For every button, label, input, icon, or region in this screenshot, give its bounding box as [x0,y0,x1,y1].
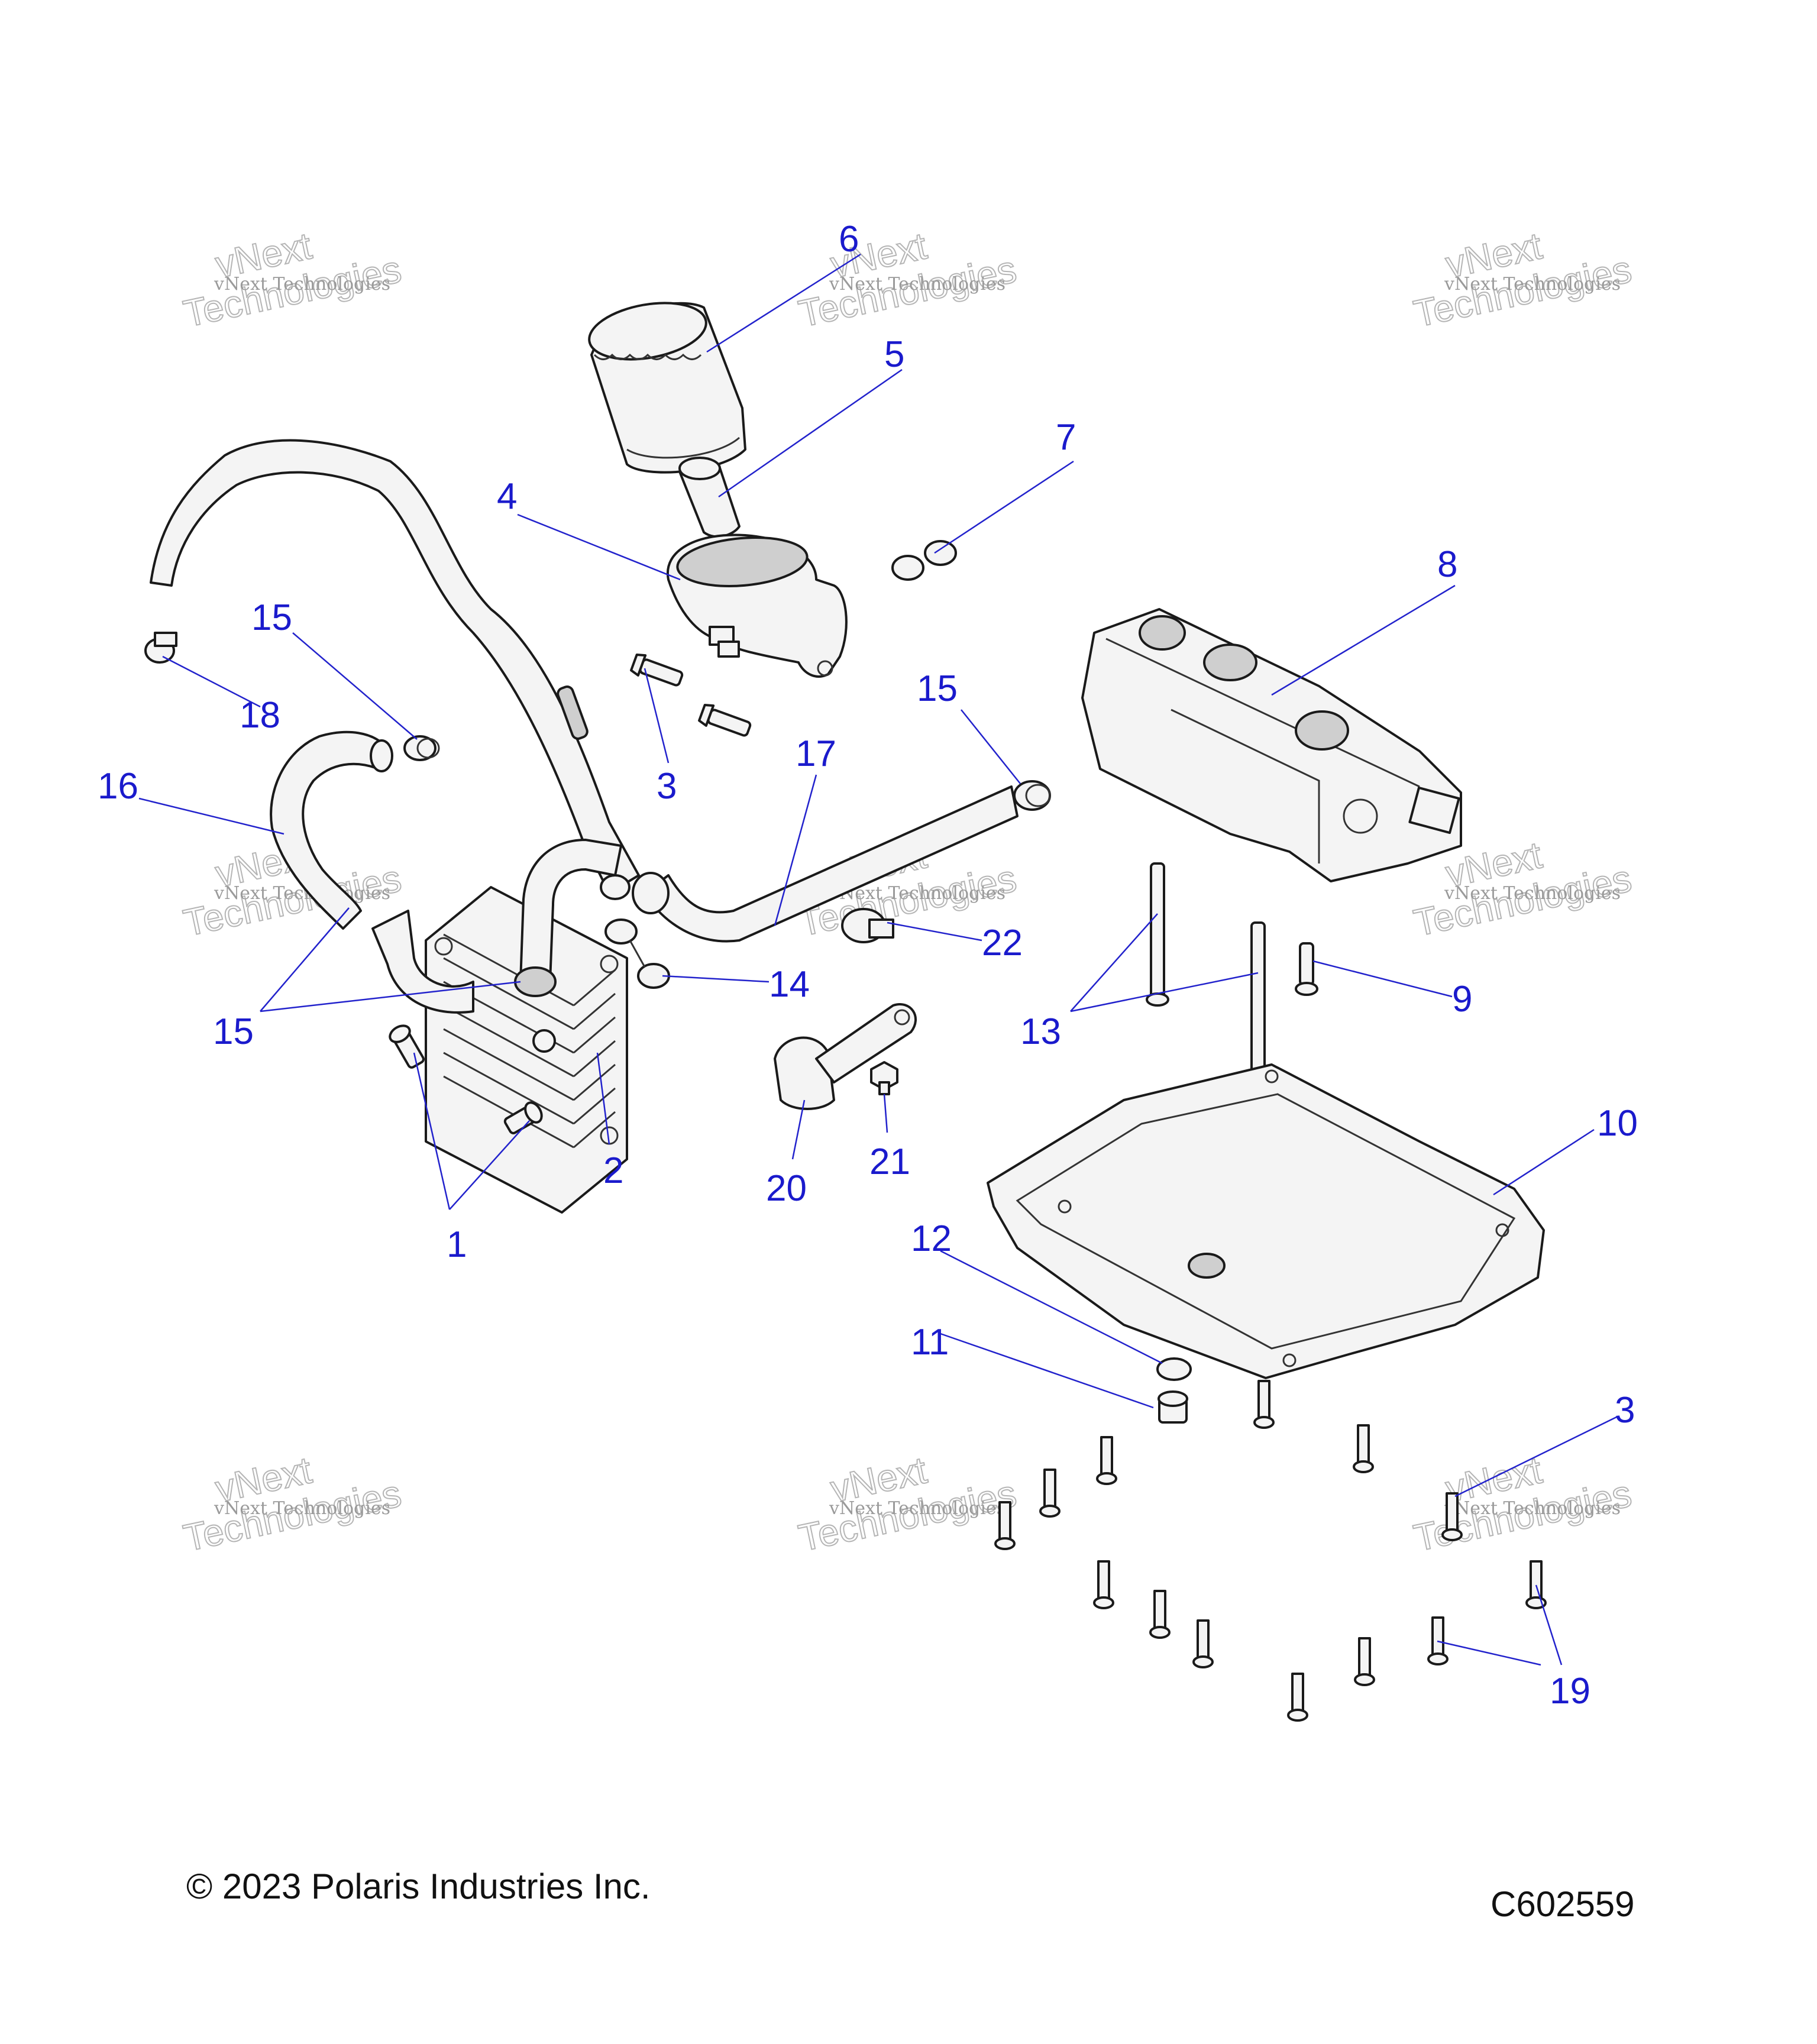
o-ring-7 [891,540,957,581]
watermark: vNext Technologies vNext Technologies [1409,224,1635,336]
pan-bolt [1354,1637,1375,1686]
oil-cooler [425,886,628,1214]
svg-text:vNext Technologies: vNext Technologies [1444,883,1621,904]
callout-4: 4 [497,476,517,517]
hose-clamp-15a [403,735,440,761]
svg-text:vNext Technologies: vNext Technologies [1444,274,1621,295]
o-ring-14 [604,918,670,989]
oil-pan [987,1063,1545,1379]
housing-bolt-3b [698,704,752,737]
cooler-outlet-pipe [519,839,622,983]
filter-housing [666,533,848,678]
svg-text:vNext Technologies: vNext Technologies [829,1498,1006,1519]
callout-19: 19 [1550,1671,1590,1712]
upper-coolant-hose [150,439,640,894]
hose-marking [557,685,589,740]
svg-text:vNext Technologies: vNext Technologies [214,1498,390,1519]
callout-12: 12 [911,1218,952,1259]
pan-bolts [994,1380,1547,1722]
cooler-bolt-1b [503,1101,543,1134]
bolt-21 [870,1061,898,1095]
pan-bolt [1192,1619,1214,1668]
callout-15-b: 15 [917,668,958,709]
callout-1: 1 [447,1224,467,1265]
callout-18: 18 [240,695,280,736]
pan-bolt [1039,1469,1061,1518]
callout-2: 2 [603,1150,623,1191]
callout-20: 20 [766,1168,807,1209]
cooler-port [514,966,557,997]
pan-bolt [994,1501,1016,1550]
hose-clamp-15b [600,874,631,900]
copyright-notice: © 2023 Polaris Industries Inc. [186,1867,651,1906]
callout-14: 14 [769,964,810,1005]
svg-text:vNext Technologies: vNext Technologies [214,274,390,295]
coolant-pipe-17 [644,785,1019,943]
svg-text:vNext Technologies: vNext Technologies [1444,1498,1621,1519]
watermark: vNext Technologies vNext Technologies [1409,1448,1635,1560]
callout-16: 16 [98,766,138,807]
cooler-bolt-1a [389,1024,425,1069]
bracket-20 [774,1003,917,1110]
callout-10: 10 [1597,1103,1638,1144]
callout-15-a: 15 [251,597,292,638]
callout-6: 6 [839,219,859,260]
callout-9: 9 [1452,979,1472,1020]
oil-pump [1081,608,1462,882]
drawing-number: C602559 [1491,1884,1635,1924]
long-bolt-13b [1246,921,1270,1089]
pan-bolt [1353,1424,1374,1473]
hose-clamp-15c [1013,780,1051,811]
svg-text:vNext Technologies: vNext Technologies [829,274,1006,295]
callout-13: 13 [1020,1011,1061,1052]
watermark: vNext Technologies vNext Technologies [794,224,1020,336]
callout-17: 17 [796,733,836,774]
housing-bolt-3a [630,654,684,687]
bolt-9 [1295,942,1318,996]
watermarks: vNext Technologies vNext Technologies vN… [179,224,1635,1560]
clamp-22 [841,908,894,943]
callout-22: 22 [982,923,1023,963]
long-bolt-13a [1146,862,1169,1007]
pan-bolt [1287,1673,1308,1722]
pan-bolt [1096,1436,1117,1485]
callout-8: 8 [1437,544,1457,585]
pan-bolt [1441,1492,1463,1541]
drain-plug [1158,1390,1188,1424]
pan-bolt [1253,1380,1275,1429]
pipe-collar [632,872,670,914]
hose-clamp-18 [144,632,177,664]
hose-end [370,739,393,772]
drain-washer [1156,1357,1192,1381]
callout-21: 21 [869,1141,910,1182]
coolant-hose-16 [270,730,386,930]
pan-bolt [1525,1560,1547,1609]
pan-bolt [1093,1560,1114,1609]
pan-bolt [1427,1616,1449,1665]
watermark: vNext Technologies vNext Technologies [179,224,405,336]
filter-spacer [678,457,741,538]
callout-3-b: 3 [1615,1390,1635,1431]
cooler-bolt-stud [532,1029,556,1053]
leader-lines [138,253,1618,1666]
pan-bolt [1149,1590,1171,1639]
oil-filter [588,302,746,474]
watermark: vNext Technologies vNext Technologies [794,1448,1020,1560]
callout-15-c: 15 [213,1011,254,1052]
callout-5: 5 [884,334,904,375]
cooler-inlet-pipe [371,910,474,1014]
callout-11: 11 [911,1322,949,1363]
callout-7: 7 [1056,417,1076,458]
callouts: 6 5 7 4 8 15 18 3 15 17 16 22 14 13 9 15… [98,219,1638,1712]
callout-3-a: 3 [657,766,677,807]
watermark: vNext Technologies vNext Technologies [179,1448,405,1560]
